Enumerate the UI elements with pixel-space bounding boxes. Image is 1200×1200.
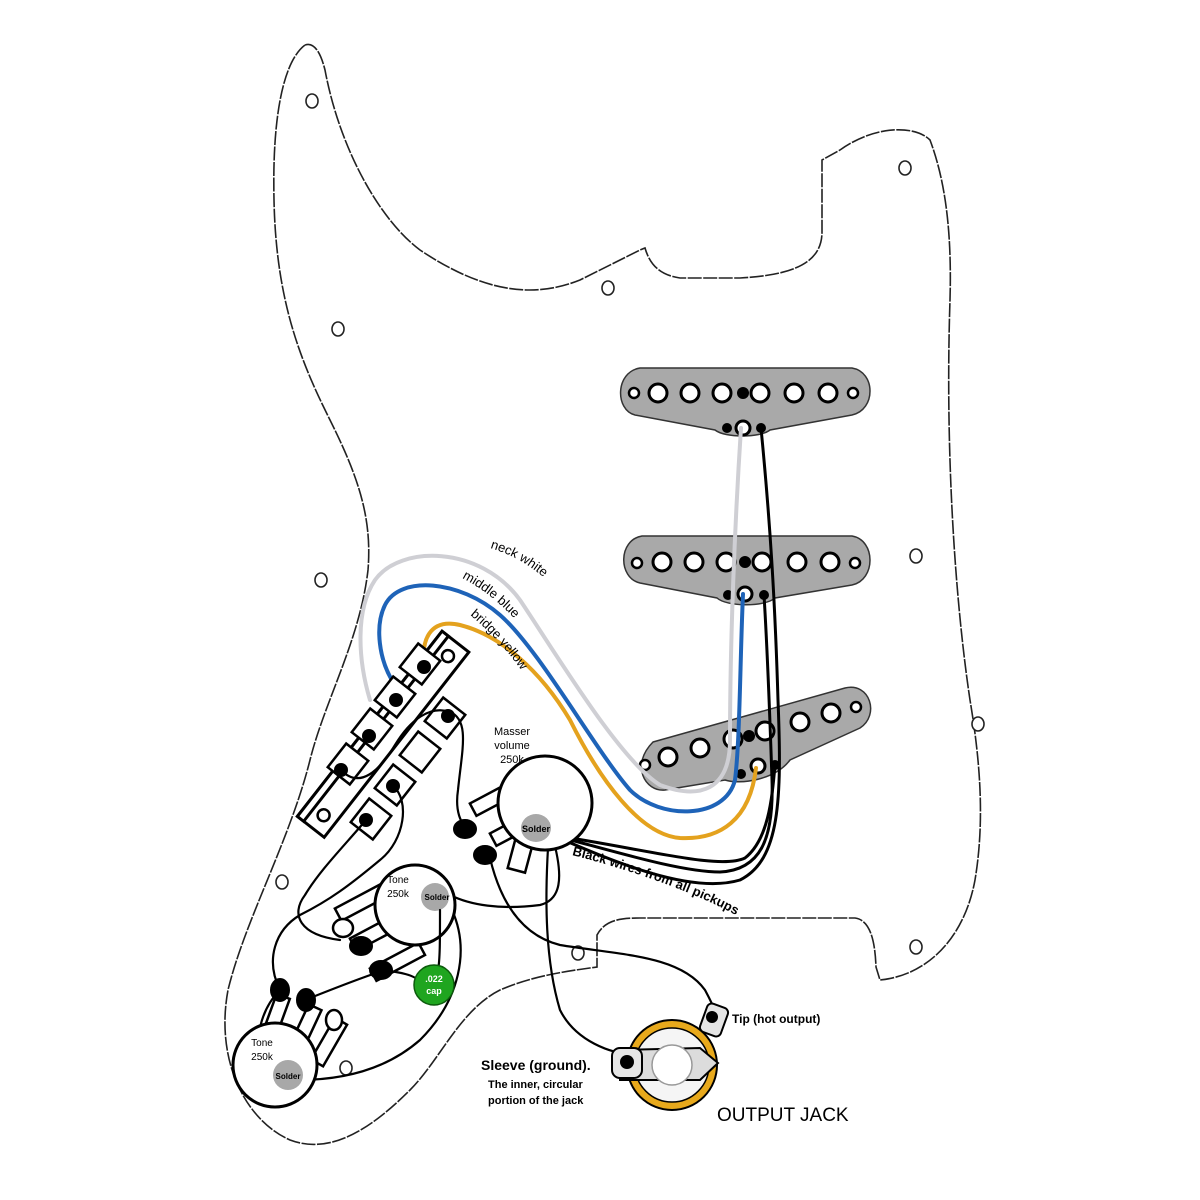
tone-pot-1: Solder Tone 250k [331,863,457,983]
five-way-switch [295,629,471,842]
screw-hole [305,93,319,109]
master-volume-pot: Solder [453,754,594,875]
jack-sleeve-label: Sleeve (ground). [481,1057,591,1073]
pickguard-outline [224,43,982,1146]
output-jack [611,1002,730,1111]
tone1-ground-to-tone2-wire [296,908,462,1082]
wire-neck-white [358,426,743,794]
neck-white-label-text: neck white [489,537,551,580]
pickup-middle [623,535,871,606]
tone-1-solder-label: Solder [425,893,450,902]
capacitor-label-line1: .022 [425,974,443,984]
switch-to-tone2-wire [297,818,368,942]
wire-neck-black [550,426,781,885]
screw-hole [571,945,585,961]
screw-hole [909,548,923,564]
wire-middle-blue [377,583,745,814]
capacitor-label-line2: cap [426,986,442,996]
jack-sleeve-note-line2: portion of the jack [488,1095,584,1107]
master-volume-solder-label: Solder [522,824,551,834]
screw-hole [909,939,923,955]
screw-hole [898,160,912,176]
tone-2-solder-label: Solder [276,1072,301,1081]
master-volume-label-line3: 250k [500,754,524,766]
screw-hole [331,321,345,337]
screw-hole [275,874,289,890]
screw-hole [314,572,328,588]
wire-middle-black [550,593,774,874]
capacitor-body [413,964,455,1006]
screw-hole [971,716,985,732]
tone-1-label-line2: 250k [387,889,410,900]
master-volume-label-line2: volume [494,740,529,752]
master-volume-label-line1: Masser [494,726,530,738]
switch-jumper-wire [339,709,472,832]
tone-1-label-line1: Tone [387,875,409,886]
volume-to-jack-tip-wire [488,856,720,1020]
pickup-neck [619,367,871,437]
jack-sleeve-lug [620,1055,634,1069]
capacitor: .022 cap [379,908,455,1006]
jack-tip-lug [706,1011,718,1023]
neck-white-label: neck white [489,537,551,580]
pickguard [224,43,985,1146]
screw-hole [601,280,615,296]
tone-2-label-line2: 250k [251,1052,274,1063]
wire-bridge-black [550,763,777,864]
jack-sleeve-note-line1: The inner, circular [488,1079,583,1091]
tone2-to-tone1-ground [448,833,561,909]
wire-bridge-yellow [421,621,758,841]
output-jack-title: OUTPUT JACK [717,1105,849,1126]
jack-tip-label: Tip (hot output) [732,1012,820,1026]
switch-to-tone-wire [271,784,405,992]
screw-hole [339,1060,353,1076]
tone-pot-2: Solder Tone 250k [231,978,349,1109]
volume-to-jack-sleeve-wire [545,846,642,1057]
tone-2-label-line1: Tone [251,1038,273,1049]
